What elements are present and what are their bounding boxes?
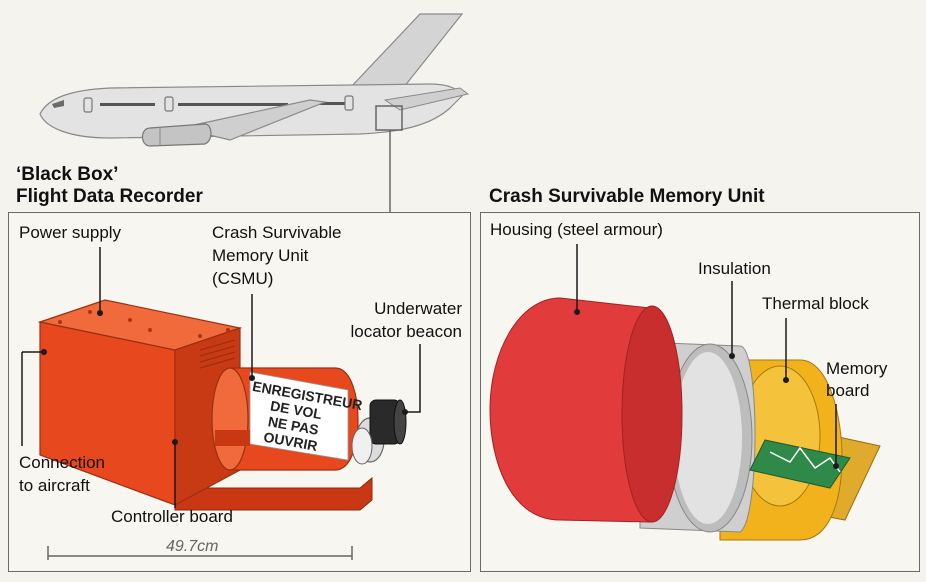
csmu-label-line3: (CSMU) (212, 269, 274, 288)
airplane-illustration (39, 13, 470, 147)
dimension-label: 49.7cm (166, 538, 219, 555)
dimension-bar (47, 546, 353, 560)
csmu-leader-lines (576, 244, 837, 466)
recorder-leader-lines (21, 247, 421, 508)
connection-label-line1: Connection (19, 453, 106, 472)
csmu-title: Crash Survivable Memory Unit (489, 186, 765, 207)
connection-label-line2: to aircraft (19, 476, 90, 495)
housing-label: Housing (steel armour) (490, 220, 663, 239)
power-supply-label: Power supply (19, 223, 122, 242)
recorder-title-line1: ‘Black Box’ (16, 164, 119, 185)
thermal-block-label: Thermal block (762, 294, 869, 313)
csmu-label-line2: Memory Unit (212, 246, 309, 265)
memory-board-label-line1: Memory (826, 359, 888, 378)
memory-board-label-line2: board (826, 381, 870, 400)
beacon-label-line2: locator beacon (350, 322, 462, 341)
recorder-title-line2: Flight Data Recorder (16, 186, 203, 207)
controller-board-label: Controller board (111, 507, 233, 526)
insulation-label: Insulation (698, 259, 771, 278)
csmu-label-line1: Crash Survivable (212, 223, 342, 242)
beacon-label-line1: Underwater (374, 299, 462, 318)
csmu-cutaway (489, 297, 881, 541)
